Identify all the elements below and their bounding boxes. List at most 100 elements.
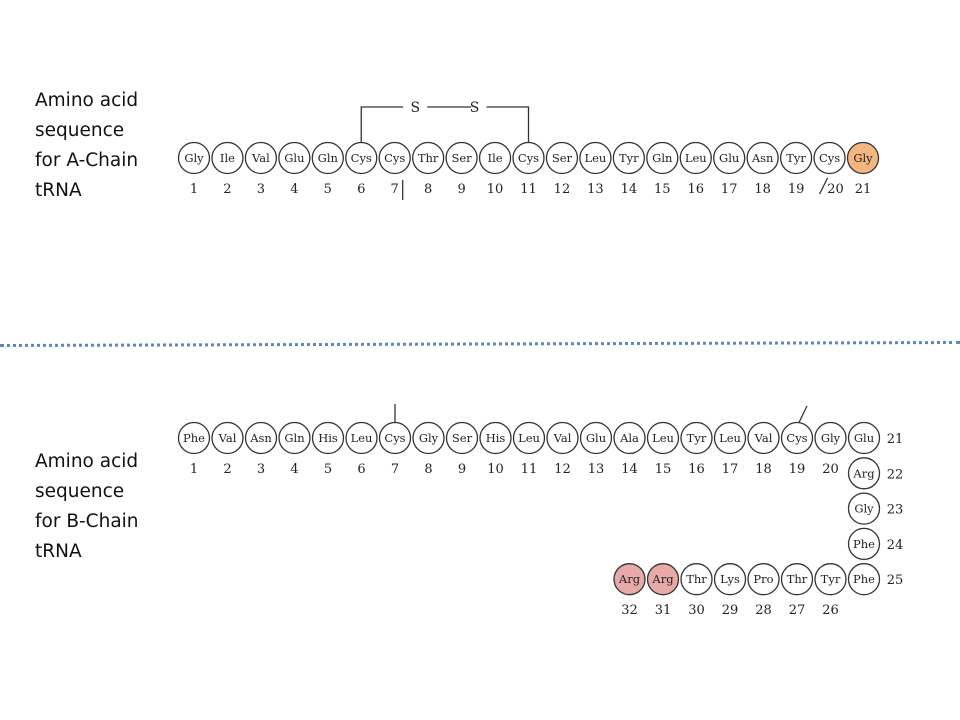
a-chain-residue-circle <box>545 141 579 175</box>
b-chain-residue-number: 27 <box>789 603 806 618</box>
a-chain-residue-name: Ile <box>220 151 235 165</box>
a-chain-label-line: tRNA <box>35 180 82 201</box>
b-chain-label-line: tRNA <box>35 541 82 562</box>
b-chain-residue-number: 28 <box>755 603 772 618</box>
a-chain-residue-number: 3 <box>257 182 265 197</box>
b-chain-residue-circle <box>546 421 579 455</box>
a-chain-residue-circle <box>713 141 746 175</box>
b-chain-residue-number: 13 <box>588 462 605 477</box>
b-chain-residue-circle <box>512 421 546 455</box>
a-chain-residue: Tyr 19 <box>779 141 813 197</box>
b-chain-residue-name: His <box>318 431 338 445</box>
a-chain-label-line: for A-Chain <box>35 150 139 171</box>
a-chain-residue-number: 1 <box>190 182 198 197</box>
b-chain-residue-name: Arg <box>651 572 674 586</box>
b-chain-residue-circle <box>613 563 646 596</box>
b-chain-residue: His 5 <box>311 421 345 477</box>
b-chain-residue: Val 2 <box>211 421 244 477</box>
a-chain-residue-circle <box>345 141 378 175</box>
a-chain-residue-number: 10 <box>487 182 504 197</box>
b-chain-residue-circle <box>479 421 512 455</box>
b-chain-residue-number: 1 <box>190 462 198 477</box>
b-chain-label-line: Amino acid <box>35 451 139 472</box>
b-chain-residue-number: 21 <box>887 432 904 447</box>
a-chain-residue-number: 4 <box>290 182 298 197</box>
b-chain-residue-circle <box>445 421 479 455</box>
b-chain-residue-number: 23 <box>887 503 904 518</box>
b-chain-residue-circle <box>847 563 881 596</box>
a-chain-residue-name: Leu <box>685 151 707 165</box>
b-chain-residue: Arg 22 <box>847 457 904 490</box>
b-chain-residue-circle <box>747 421 780 455</box>
a-chain-label-line: sequence <box>35 120 125 141</box>
a-chain-residue-name: Asn <box>751 151 774 165</box>
b-chain-residue-number: 22 <box>887 467 904 482</box>
a-chain-residue-circle <box>378 141 411 175</box>
b-chain-residue-circle <box>847 421 881 455</box>
b-chain-residue-number: 9 <box>458 462 466 477</box>
b-chain-residue-name: Val <box>218 431 237 445</box>
b-chain-residue-name: Val <box>553 431 572 445</box>
b-chain-residue-number: 31 <box>655 603 672 618</box>
b-chain-residue-number: 15 <box>655 462 672 477</box>
a-chain-residue-name: Gly <box>184 151 204 165</box>
a-chain-residue-name: Tyr <box>786 151 806 165</box>
b-chain-residue-name: Arg <box>618 572 641 586</box>
b-chain-residue-circle <box>646 563 680 596</box>
a-chain-residue-circle <box>813 141 846 175</box>
b-chain-residue-name: Pro <box>753 572 773 586</box>
b-chain-residue-name: Thr <box>787 572 808 586</box>
b-chain-residue-number: 6 <box>357 462 365 477</box>
b-chain-residue-number: 5 <box>324 462 332 477</box>
a-chain-residue-circle <box>177 141 211 175</box>
a-chain-residue-circle <box>579 141 612 175</box>
b-chain-residue-number: 2 <box>223 462 231 477</box>
a-chain-residue-circle <box>211 141 244 175</box>
interchain-bond-stub <box>818 177 829 195</box>
b-chain-residue-circle <box>713 421 747 455</box>
b-chain-residue-name: Asn <box>249 431 272 445</box>
a-chain-label-line: Amino acid <box>35 90 139 111</box>
a-chain-residue-name: Cys <box>819 151 840 165</box>
disulfide-bond-line <box>486 106 530 143</box>
b-chain-residue-name: Cys <box>384 431 405 445</box>
b-chain-residue-name: Gly <box>854 502 874 516</box>
a-chain-residue-name: Ile <box>488 151 503 165</box>
a-chain-residue-number: 16 <box>687 182 704 197</box>
b-chain-residue-name: Arg <box>852 466 875 480</box>
b-chain-residue-circle <box>713 563 747 596</box>
a-chain-residue-circle <box>846 141 880 175</box>
b-chain-residue-circle <box>680 563 713 596</box>
a-chain-residue-number: 7 <box>391 182 399 197</box>
b-chain-residue-number: 8 <box>424 462 432 477</box>
a-chain-residue-name: Cys <box>518 151 539 165</box>
a-chain-residue-number: 5 <box>324 182 332 197</box>
a-chain-residue-number: 15 <box>654 182 671 197</box>
a-chain-residue-circle <box>278 141 311 175</box>
a-chain-residue-number: 6 <box>357 182 365 197</box>
a-chain-residue-circle <box>411 141 445 175</box>
a-chain-residue-number: 19 <box>788 182 805 197</box>
a-chain-residue-circle <box>646 141 679 175</box>
